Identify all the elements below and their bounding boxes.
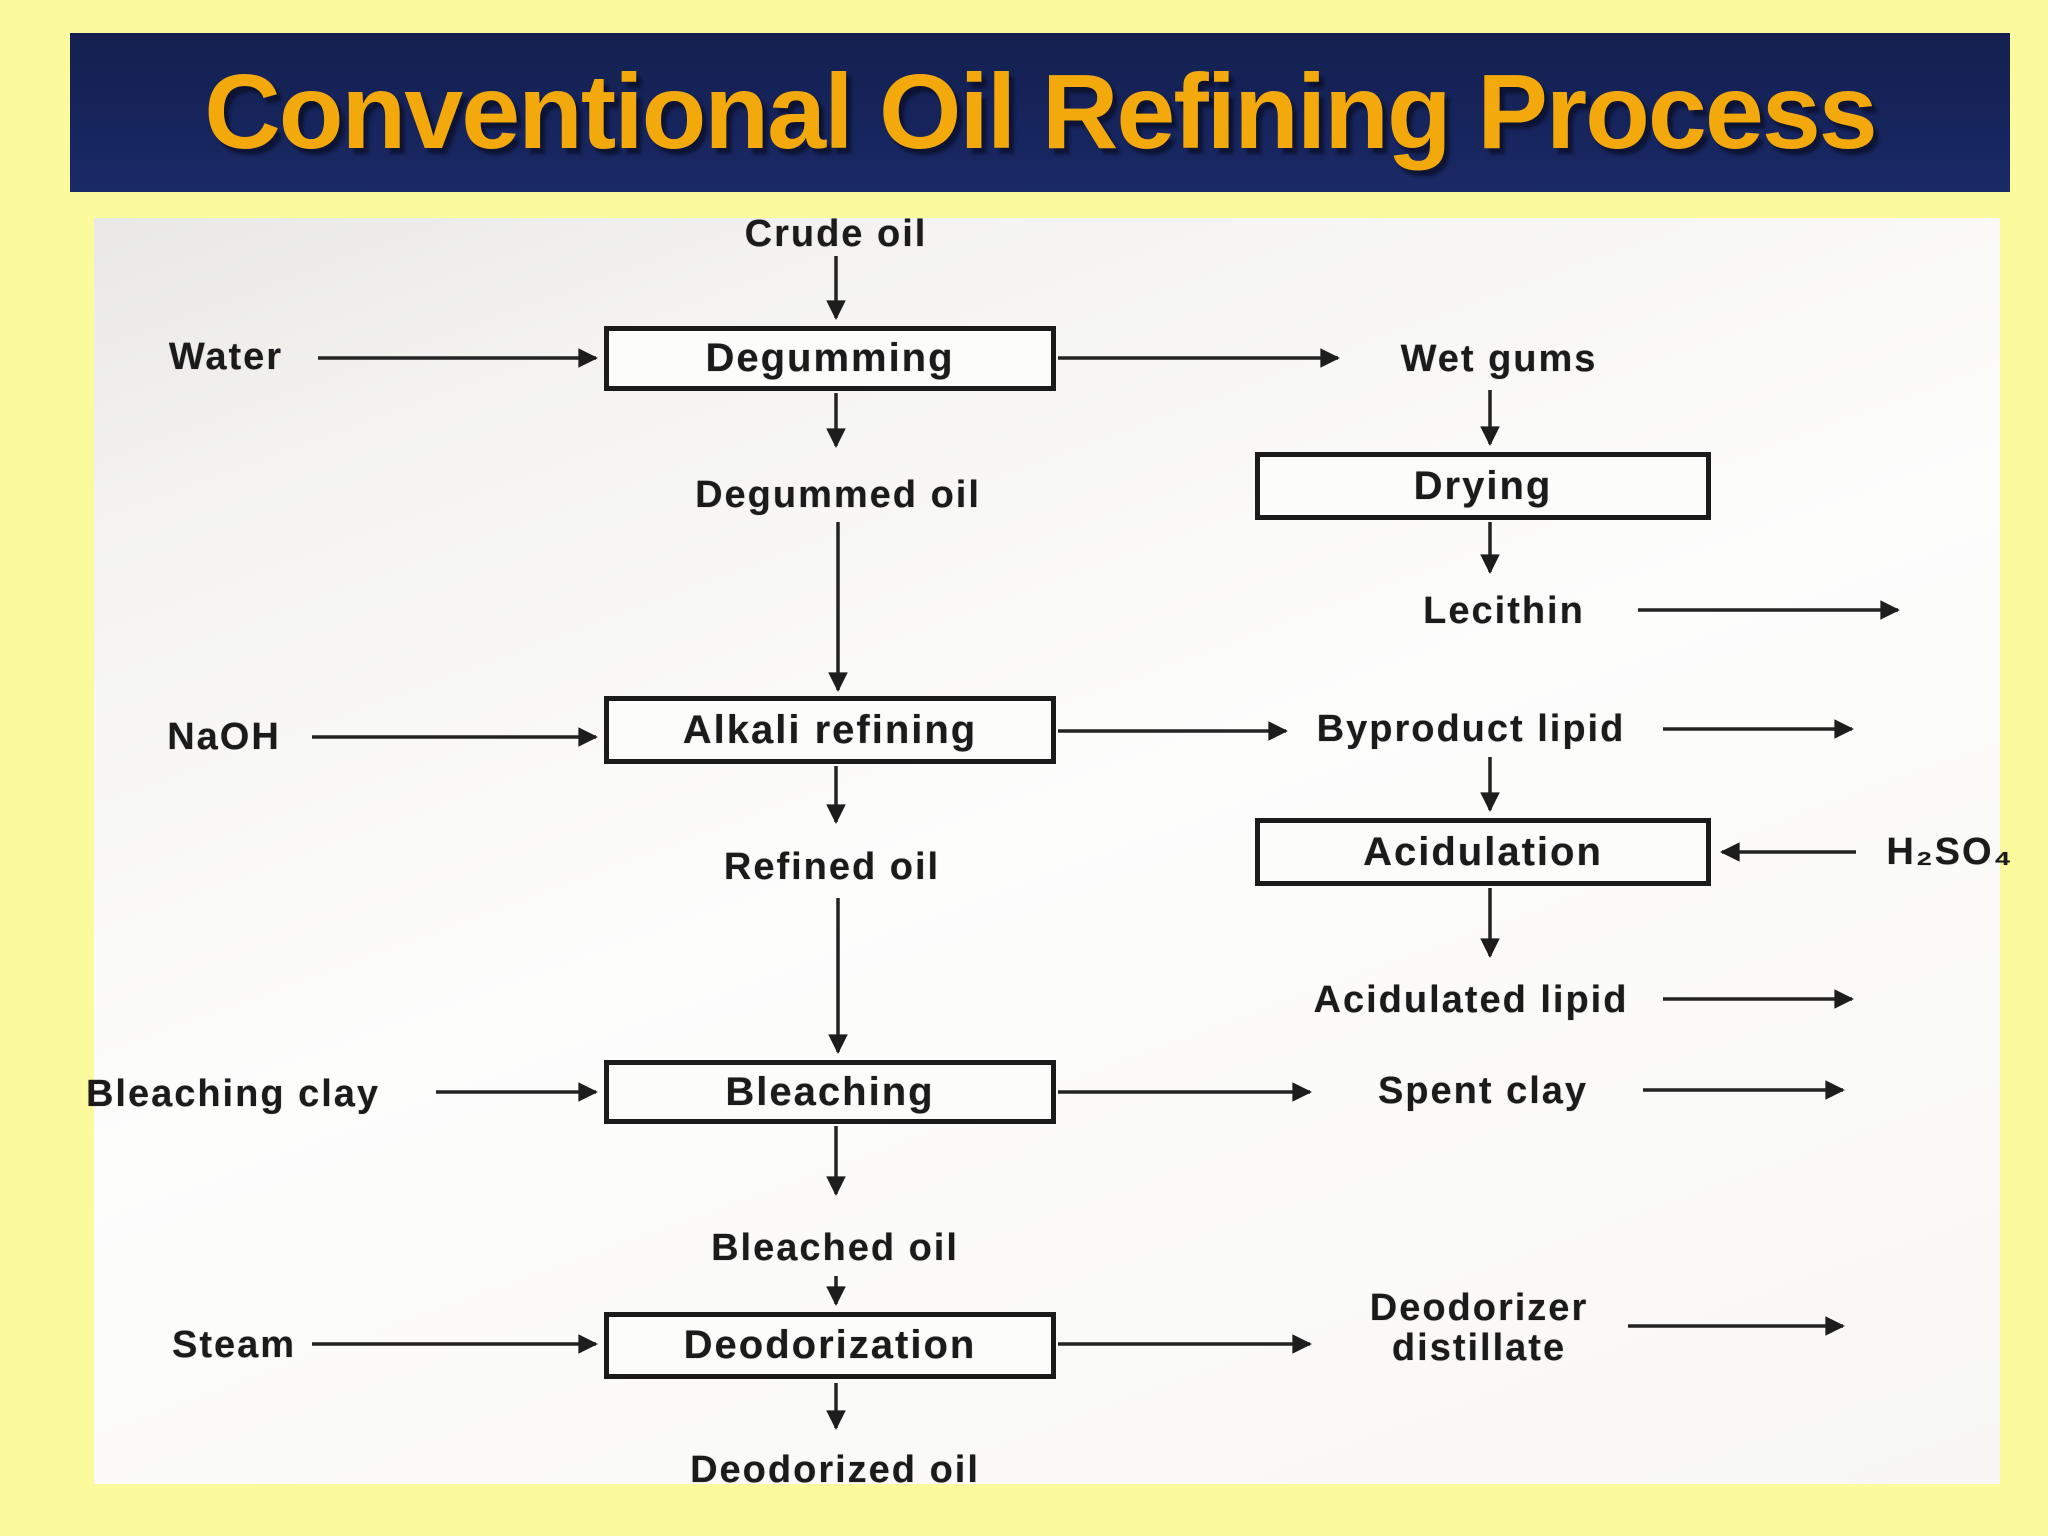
stream-label-deodorized-oil: Deodorized oil bbox=[690, 1449, 980, 1491]
stream-label-bleached-oil: Bleached oil bbox=[711, 1227, 959, 1269]
process-label-degumming: Degumming bbox=[705, 336, 955, 380]
stream-label-wet-gums: Wet gums bbox=[1400, 338, 1598, 380]
process-box-bleaching: Bleaching bbox=[604, 1060, 1056, 1124]
stream-label-degummed-oil: Degummed oil bbox=[695, 474, 981, 516]
process-label-alkali-refining: Alkali refining bbox=[682, 707, 978, 752]
title-bar: Conventional Oil Refining Process bbox=[70, 33, 2010, 192]
process-label-drying: Drying bbox=[1413, 463, 1553, 508]
stream-label-lecithin: Lecithin bbox=[1423, 590, 1585, 632]
process-box-alkali-refining: Alkali refining bbox=[604, 696, 1056, 764]
stream-label-acidulated-lipid: Acidulated lipid bbox=[1313, 979, 1629, 1021]
input-label-steam: Steam bbox=[171, 1324, 297, 1366]
input-label-h2so4: H₂SO₄ bbox=[1886, 831, 2014, 873]
slide-title: Conventional Oil Refining Process bbox=[204, 53, 1878, 171]
process-box-drying: Drying bbox=[1255, 452, 1711, 520]
stream-label-byproduct-lipid: Byproduct lipid bbox=[1316, 708, 1626, 750]
process-box-acidulation: Acidulation bbox=[1255, 818, 1711, 886]
input-label-crude-oil: Crude oil bbox=[744, 213, 928, 255]
process-box-degumming: Degumming bbox=[604, 326, 1056, 391]
process-label-deodorization: Deodorization bbox=[683, 1323, 977, 1367]
stream-label-refined-oil: Refined oil bbox=[723, 846, 941, 888]
diagram-canvas bbox=[94, 218, 2000, 1484]
process-box-deodorization: Deodorization bbox=[604, 1312, 1056, 1379]
input-label-naoh: NaOH bbox=[167, 716, 281, 758]
input-label-bleaching-clay: Bleaching clay bbox=[85, 1073, 381, 1115]
process-label-acidulation: Acidulation bbox=[1363, 829, 1603, 874]
stream-label-deodorizer-distillate: Deodorizer distillate bbox=[1369, 1287, 1589, 1369]
stream-label-spent-clay: Spent clay bbox=[1377, 1070, 1589, 1112]
process-label-bleaching: Bleaching bbox=[725, 1069, 935, 1114]
input-label-water: Water bbox=[168, 336, 284, 378]
